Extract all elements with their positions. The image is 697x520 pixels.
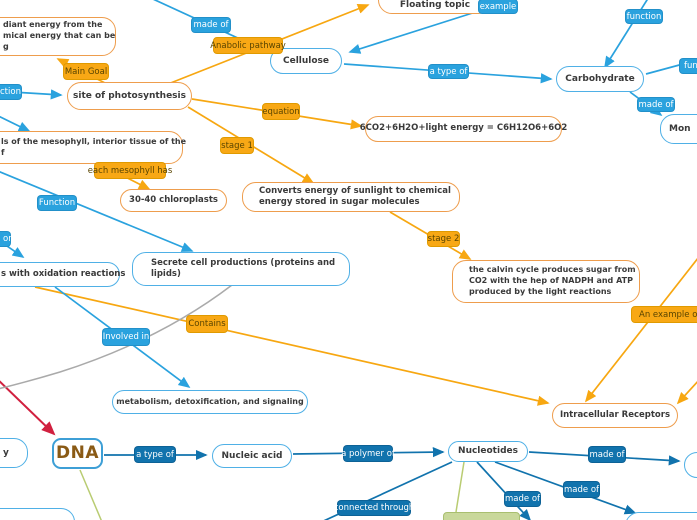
edge-nucleotides-down <box>476 461 532 520</box>
node-secrete-productions-line: lipids) <box>151 269 181 279</box>
edge-label-involved-in[interactable]: Involved in <box>102 328 150 346</box>
edge-gray-curve <box>0 284 233 390</box>
edge-contains-to-intracellular <box>34 286 550 406</box>
node-carbohydrate[interactable]: Carbohydrate <box>556 66 644 92</box>
edge-function-to-carbohydrate <box>604 0 648 69</box>
node-dna-text: DNA <box>56 443 99 464</box>
node-main-goal-statement-line: mical energy that can be <box>3 31 116 41</box>
edge-function-to-secrete <box>0 171 194 252</box>
edge-label-function-left-site[interactable]: ction <box>0 84 22 100</box>
edge-nucleotides-olive <box>455 461 465 513</box>
node-nucleic-acid-text: Nucleic acid <box>221 450 283 461</box>
node-mesophyll-cells-line: f <box>1 147 5 157</box>
node-mesophyll-cells-line: ls of the mesophyll, interior tissue of … <box>1 136 187 146</box>
node-nucleotides-text: Nucleotides <box>458 446 518 457</box>
node-light-reactions-line: Converts energy of sunlight to chemical <box>259 185 451 196</box>
edge-left-to-mesophyll <box>0 115 31 132</box>
node-monosaccharide[interactable]: Mon <box>660 114 697 144</box>
edge-label-green-label[interactable] <box>443 512 520 520</box>
edge-label-main-goal[interactable]: Main Goal <box>63 63 109 80</box>
edge-label-example[interactable]: example <box>478 0 518 14</box>
node-nucleic-acid[interactable]: Nucleic acid <box>212 444 292 468</box>
edge-dna-olive <box>79 469 102 520</box>
edge-label-each-mesophyll-has[interactable]: each mesophyll has <box>88 162 172 179</box>
node-light-reactions-line: energy stored in sugar molecules <box>259 197 420 207</box>
edge-label-equation[interactable]: equation <box>262 103 300 120</box>
edge-label-function-secrete[interactable]: Function <box>37 195 77 211</box>
node-left-edge-node-text: y <box>3 447 9 458</box>
node-left-edge-node[interactable]: y <box>0 438 28 468</box>
node-oxidation-reactions-text: s with oxidation reactions <box>1 268 126 279</box>
edge-label-stage-1[interactable]: stage 1 <box>220 137 254 154</box>
node-nucleotides[interactable]: Nucleotides <box>448 441 528 462</box>
edge-label-made-of-1[interactable]: made of <box>588 446 626 463</box>
node-intracellular-receptors-text: Intracellular Receptors <box>559 409 671 420</box>
edge-label-a-polymer-of[interactable]: a polymer of <box>341 445 395 462</box>
node-intracellular-receptors[interactable]: Intracellular Receptors <box>552 403 678 428</box>
node-equation-node-text: 6CO2+6H2O+light energy = C6H12O6+6O2 <box>359 123 568 134</box>
node-chloroplasts-text: 30-40 chloroplasts <box>129 194 218 205</box>
edge-carbohydrate-to-function-right <box>645 63 684 75</box>
node-bottom-left-node[interactable] <box>0 508 75 520</box>
edge-label-connected-through[interactable]: connected through <box>334 500 414 516</box>
edge-label-made-of-top[interactable]: made of <box>191 17 231 33</box>
node-mesophyll-cells[interactable]: ls of the mesophyll, interior tissue of … <box>0 131 187 164</box>
edge-label-function-left-oxidation[interactable]: on <box>0 231 14 247</box>
node-secrete-productions-line: Secrete cell productions (proteins and <box>151 257 336 268</box>
node-calvin-cycle-line: produced by the light reactions <box>469 286 612 296</box>
edge-label-anabolic-pathway[interactable]: Anabolic pathway <box>210 37 286 54</box>
node-floating-topic-text: Floating topic <box>399 0 471 10</box>
edge-label-made-of-carb[interactable]: made of <box>637 97 675 112</box>
edge-label-contains[interactable]: Contains <box>186 315 228 333</box>
node-metabolism-text: metabolism, detoxification, and signalin… <box>116 396 304 406</box>
edge-right-to-intracellular-2 <box>676 381 697 405</box>
node-chloroplasts[interactable]: 30-40 chloroplasts <box>120 189 227 212</box>
node-dna[interactable]: DNA <box>52 438 103 469</box>
edge-label-an-example-of-sig[interactable]: An example of sig <box>631 306 697 323</box>
node-cellulose-text: Cellulose <box>282 55 329 66</box>
node-metabolism[interactable]: metabolism, detoxification, and signalin… <box>112 390 308 414</box>
edge-label-function-right[interactable]: fun <box>679 58 697 74</box>
node-main-goal-statement-line: diant energy from the <box>3 20 103 30</box>
edge-label-function-top[interactable]: function <box>625 9 663 24</box>
edge-label-made-of-2[interactable]: made of <box>563 481 600 498</box>
node-floating-topic[interactable]: Floating topic <box>378 0 492 14</box>
node-carbohydrate-text: Carbohydrate <box>565 73 635 84</box>
node-site-of-photosynthesis[interactable]: site of photosynthesis <box>67 82 192 110</box>
edge-example-to-cellulose <box>348 9 483 54</box>
edge-label-stage-2[interactable]: stage 2 <box>427 231 460 247</box>
edge-label-made-of-3[interactable]: made of <box>504 491 541 507</box>
node-main-goal-statement-line: g <box>3 41 9 51</box>
node-calvin-cycle-line: the calvin cycle produces sugar from <box>469 265 636 275</box>
node-calvin-cycle-line: CO2 with the hep of NADPH and ATP <box>469 276 633 286</box>
edge-label-a-type-of-carb[interactable]: a type of <box>428 64 469 79</box>
edge-red-to-dna <box>0 380 56 436</box>
node-site-of-photosynthesis-text: site of photosynthesis <box>73 90 186 101</box>
node-equation-node[interactable]: 6CO2+6H2O+light energy = C6H12O6+6O2 <box>360 116 567 142</box>
node-oxidation-reactions[interactable]: s with oxidation reactions <box>0 262 125 287</box>
edge-label-a-type-of-dna[interactable]: a type of <box>134 446 176 463</box>
node-bottom-right-node[interactable] <box>625 512 697 520</box>
node-monosaccharide-text: Mon <box>669 123 691 134</box>
